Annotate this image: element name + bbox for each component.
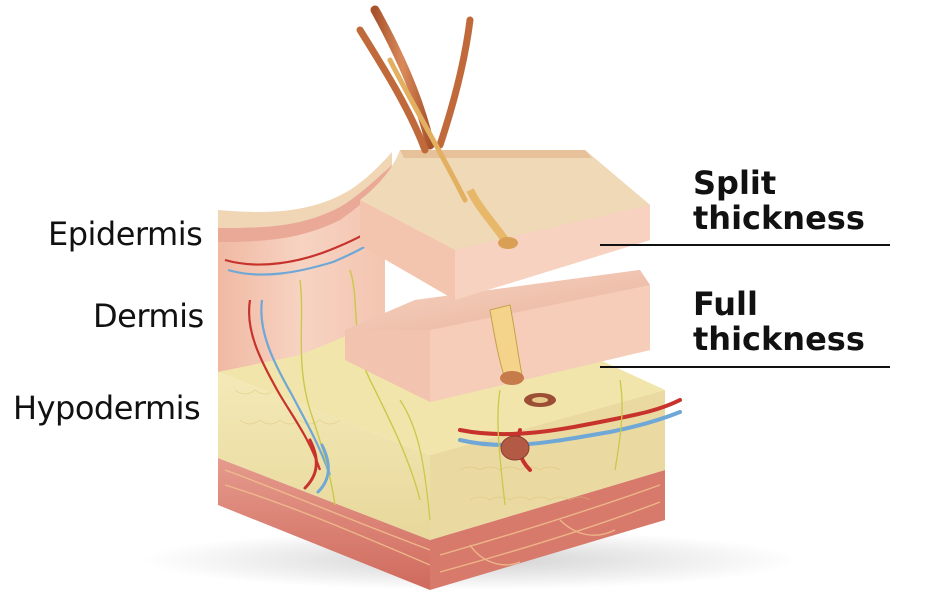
full-thickness-pointer-line — [600, 366, 890, 368]
full-line2: thickness — [693, 319, 865, 358]
full-line1: Full — [693, 285, 758, 323]
label-full-thickness: Full thickness — [693, 287, 865, 356]
label-hypodermis: Hypodermis — [13, 389, 201, 427]
split-line1: Split — [693, 164, 777, 202]
split-thickness-pointer-line — [600, 244, 890, 246]
label-split-thickness: Split thickness — [693, 166, 865, 235]
hair-strand — [370, 5, 435, 150]
label-dermis: Dermis — [93, 297, 204, 335]
nerve-fiber — [399, 379, 623, 521]
split-line2: thickness — [693, 198, 865, 237]
label-epidermis: Epidermis — [48, 215, 203, 253]
